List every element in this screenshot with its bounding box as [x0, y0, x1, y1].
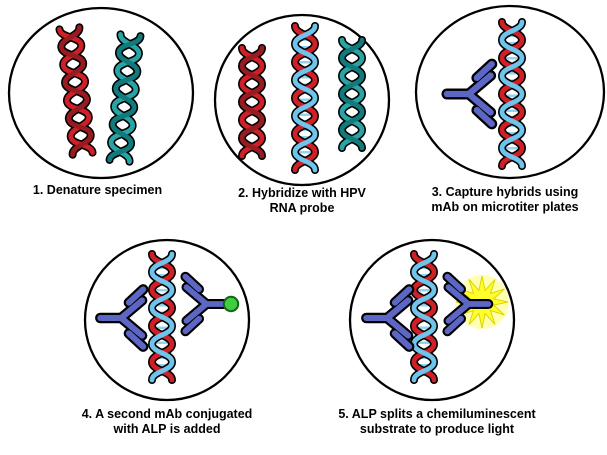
step-4-caption: 4. A second mAb conjugated with ALP is a…	[57, 407, 277, 437]
alp-conjugated-antibody-icon	[185, 277, 226, 332]
caption-line: substrate to produce light	[359, 422, 515, 436]
dna-rna-hybrid-helix-icon	[502, 22, 522, 166]
capture-antibody-icon	[447, 64, 492, 124]
step-4-circle	[83, 238, 251, 402]
step-5-circle	[348, 238, 516, 402]
caption-line: 4. A second mAb conjugated	[81, 407, 253, 421]
step-2-caption: 2. Hybridize with HPV RNA probe	[212, 186, 392, 216]
step-5-caption: 5. ALP splits a chemiluminescent substra…	[322, 407, 552, 437]
step-2-circle	[213, 13, 391, 187]
dna-rna-hybrid-helix-icon	[414, 254, 434, 380]
caption-line: 3. Capture hybrids using	[431, 185, 579, 199]
dna-rna-hybrid-helix-icon	[295, 26, 315, 170]
step-1-caption: 1. Denature specimen	[5, 183, 190, 198]
denatured-rna-strand-icon	[342, 40, 362, 148]
dna-rna-hybrid-helix-icon	[152, 254, 172, 380]
step-3-caption: 3. Capture hybrids using mAb on microtit…	[405, 185, 605, 215]
caption-line: with ALP is added	[113, 422, 221, 436]
step-1-circle	[7, 6, 195, 180]
circle-outline	[83, 238, 251, 402]
denatured-dna-strand-icon	[242, 48, 262, 156]
circle-outline	[414, 4, 606, 180]
step-3-circle	[414, 4, 606, 180]
caption-line: 1. Denature specimen	[32, 183, 163, 197]
caption-line: mAb on microtiter plates	[431, 200, 579, 214]
capture-antibody-icon	[100, 289, 143, 346]
denatured-rna-strand-icon	[110, 34, 141, 161]
caption-line: 5. ALP splits a chemiluminescent	[338, 407, 536, 421]
circle-outline	[7, 6, 195, 180]
circle-outline	[213, 13, 391, 187]
circle-outline	[348, 238, 516, 402]
alp-molecule-dot-icon	[222, 295, 240, 313]
caption-line: 2. Hybridize with HPV	[238, 186, 366, 200]
capture-antibody-icon	[366, 289, 409, 346]
denatured-dna-strand-icon	[59, 27, 92, 154]
caption-line: RNA probe	[269, 201, 335, 215]
